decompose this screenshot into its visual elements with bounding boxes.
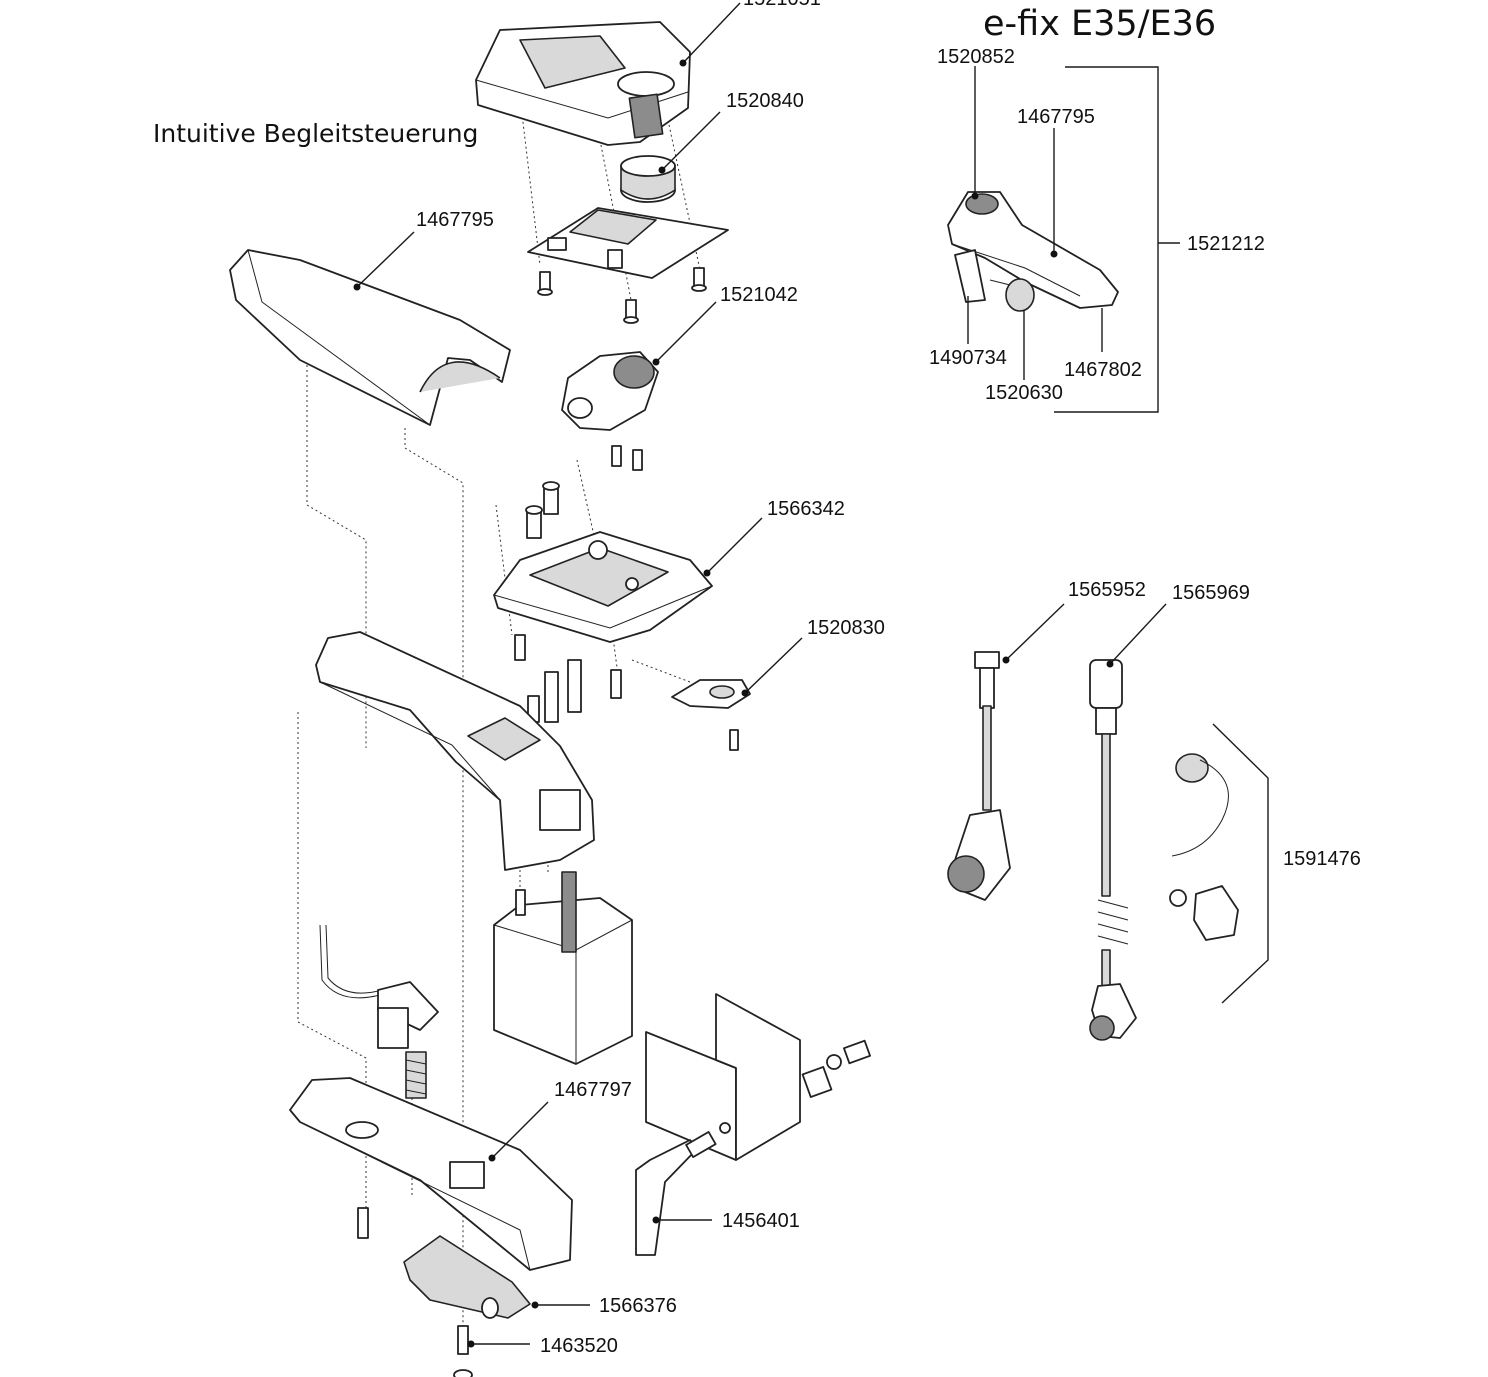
circuit-board [527,207,729,279]
part-number-labels: 1521051 1520840 1467795 1521042 1566342 … [416,0,1361,1357]
kit-1591476 [1169,753,1239,941]
bracket-fasteners [801,1039,871,1098]
lower-part [403,1235,531,1319]
spring [405,1051,427,1099]
label-1565969: 1565969 [1172,582,1250,604]
label-1521042: 1521042 [720,284,798,306]
label-1520830: 1520830 [807,617,885,639]
base-screws-bottom [514,634,739,751]
top-housing-cover [475,21,691,146]
label-1520630: 1520630 [985,382,1063,404]
label-1591476: 1591476 [1283,848,1361,870]
base-screws-top [525,481,560,539]
label-1521212: 1521212 [1187,233,1265,255]
label-1490734: 1490734 [929,347,1007,369]
label-1521051: 1521051 [743,0,821,10]
label-1566342: 1566342 [767,498,845,520]
label-1467797: 1467797 [554,1079,632,1101]
label-1463520: 1463520 [540,1335,618,1357]
gear-block [493,871,633,1065]
label-1467795-right: 1467795 [1017,106,1095,128]
clamping-lever [635,1131,717,1256]
knob-part [620,155,676,203]
main-housing [315,631,595,871]
lower-housing [289,1077,573,1271]
right-title: e-fix E35/E36 [983,4,1216,44]
board-screws [537,267,707,324]
small-plate-part [671,679,751,709]
cable-1565969 [1089,659,1137,1041]
left-title: Intuitive Begleitsteuerung [153,119,478,148]
bottom-screws [357,1207,473,1377]
label-1565952: 1565952 [1068,579,1146,601]
base-plate [493,531,713,643]
label-1467795-left: 1467795 [416,209,494,231]
joystick-module [561,351,659,471]
label-1456401: 1456401 [722,1210,800,1232]
label-1520840: 1520840 [726,90,804,112]
label-1467802: 1467802 [1064,359,1142,381]
callout-leaders [353,2,1269,1348]
label-1566376: 1566376 [599,1295,677,1317]
bracket-cover [645,993,801,1161]
cable-1565952 [947,651,1011,901]
cable-switch [319,924,439,1049]
handle-tube-part [229,249,511,426]
label-1520852: 1520852 [937,46,1015,68]
efix-handle [947,191,1119,312]
